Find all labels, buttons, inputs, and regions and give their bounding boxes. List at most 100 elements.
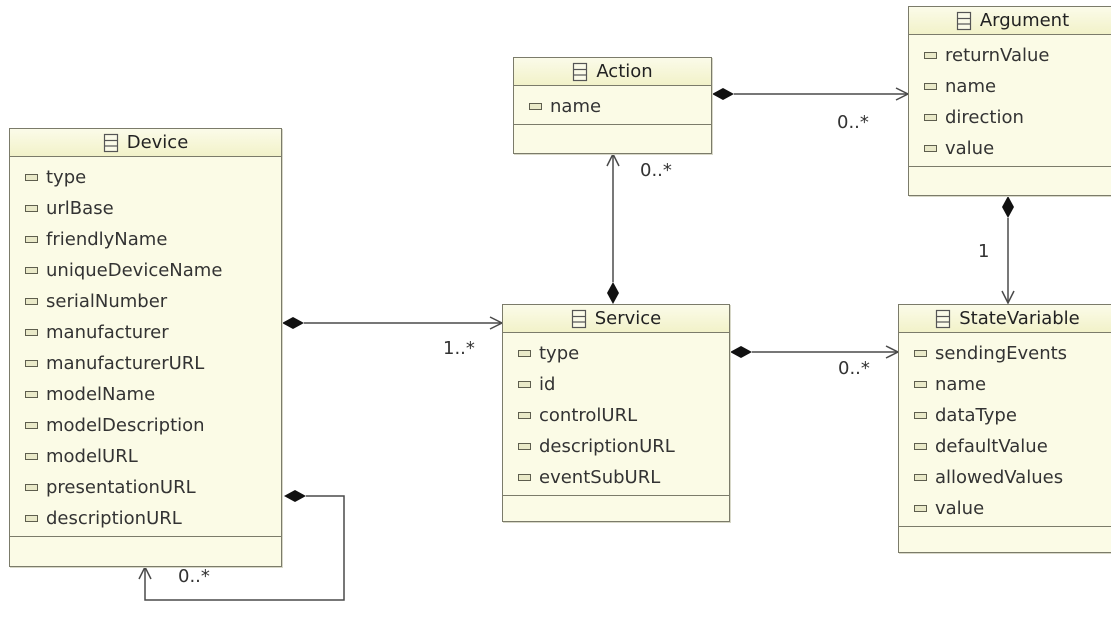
class-header: StateVariable xyxy=(899,305,1111,333)
operations-compartment xyxy=(899,526,1111,547)
attribute-name: manufacturerURL xyxy=(46,353,205,374)
attribute-icon xyxy=(518,381,531,388)
attribute-row[interactable]: name xyxy=(899,369,1111,400)
attribute-row[interactable]: descriptionURL xyxy=(503,431,729,462)
attribute-row[interactable]: sendingEvents xyxy=(899,338,1111,369)
class-icon xyxy=(572,62,588,82)
attribute-row[interactable]: urlBase xyxy=(10,193,281,224)
attribute-row[interactable]: type xyxy=(10,162,281,193)
attribute-icon xyxy=(518,443,531,450)
class-action[interactable]: Action name xyxy=(513,57,712,154)
class-name: Action xyxy=(596,61,653,82)
attribute-icon xyxy=(25,360,38,367)
class-statevariable[interactable]: StateVariable sendingEvents name dataTyp… xyxy=(898,304,1111,553)
attribute-icon xyxy=(914,381,927,388)
multiplicity-service-action: 0..* xyxy=(640,160,672,181)
attribute-name: id xyxy=(539,374,556,395)
attribute-name: value xyxy=(935,498,985,519)
attribute-row[interactable]: manufacturer xyxy=(10,317,281,348)
attribute-icon xyxy=(924,52,937,59)
attribute-row[interactable]: allowedValues xyxy=(899,462,1111,493)
attribute-row[interactable]: type xyxy=(503,338,729,369)
attribute-row[interactable]: value xyxy=(909,133,1111,164)
class-service[interactable]: Service type id controlURL descriptionUR… xyxy=(502,304,730,522)
attribute-icon xyxy=(924,114,937,121)
attribute-name: dataType xyxy=(935,405,1017,426)
attribute-name: allowedValues xyxy=(935,467,1064,488)
attribute-name: descriptionURL xyxy=(46,508,182,529)
edge-service-action xyxy=(606,152,620,304)
class-name: Argument xyxy=(979,10,1070,31)
class-device[interactable]: Device type urlBase friendlyName uniqueD… xyxy=(9,128,282,567)
attribute-icon xyxy=(518,474,531,481)
attribute-name: controlURL xyxy=(539,405,638,426)
attribute-row[interactable]: manufacturerURL xyxy=(10,348,281,379)
attribute-row[interactable]: friendlyName xyxy=(10,224,281,255)
composition-diamond-icon xyxy=(282,317,304,329)
attribute-name: presentationURL xyxy=(46,477,196,498)
arrowhead-icon xyxy=(1001,290,1015,305)
class-icon xyxy=(935,309,951,329)
attribute-icon xyxy=(25,484,38,491)
attribute-icon xyxy=(529,103,542,110)
composition-diamond-icon xyxy=(1002,196,1014,218)
class-header: Action xyxy=(514,58,711,86)
attribute-name: descriptionURL xyxy=(539,436,675,457)
attribute-row[interactable]: name xyxy=(514,91,711,122)
composition-diamond-icon xyxy=(607,282,619,304)
attribute-icon xyxy=(25,391,38,398)
attribute-icon xyxy=(924,83,937,90)
attribute-row[interactable]: id xyxy=(503,369,729,400)
attribute-name: value xyxy=(945,138,995,159)
attribute-list: sendingEvents name dataType defaultValue… xyxy=(899,333,1111,526)
multiplicity-device-service: 1..* xyxy=(443,338,475,359)
attribute-row[interactable]: eventSubURL xyxy=(503,462,729,493)
attribute-name: uniqueDeviceName xyxy=(46,260,223,281)
arrowhead-icon xyxy=(138,565,152,580)
class-icon xyxy=(956,11,972,31)
attribute-row[interactable]: modelURL xyxy=(10,441,281,472)
arrowhead-icon xyxy=(606,152,620,167)
attribute-icon xyxy=(518,350,531,357)
multiplicity-action-argument: 0..* xyxy=(837,112,869,133)
class-name: Device xyxy=(126,132,189,153)
attribute-name: modelURL xyxy=(46,446,138,467)
attribute-row[interactable]: modelDescription xyxy=(10,410,281,441)
attribute-row[interactable]: returnValue xyxy=(909,40,1111,71)
attribute-name: type xyxy=(46,167,87,188)
attribute-icon xyxy=(25,236,38,243)
attribute-name: direction xyxy=(945,107,1024,128)
attribute-row[interactable]: serialNumber xyxy=(10,286,281,317)
operations-compartment xyxy=(503,495,729,516)
attribute-row[interactable]: dataType xyxy=(899,400,1111,431)
attribute-row[interactable]: presentationURL xyxy=(10,472,281,503)
attribute-row[interactable]: modelName xyxy=(10,379,281,410)
attribute-row[interactable]: name xyxy=(909,71,1111,102)
operations-compartment xyxy=(10,536,281,557)
attribute-row[interactable]: controlURL xyxy=(503,400,729,431)
attribute-name: modelName xyxy=(46,384,156,405)
class-argument[interactable]: Argument returnValue name direction valu… xyxy=(908,6,1111,196)
attribute-icon xyxy=(25,515,38,522)
attribute-icon xyxy=(914,350,927,357)
attribute-list: type urlBase friendlyName uniqueDeviceNa… xyxy=(10,157,281,536)
attribute-icon xyxy=(924,145,937,152)
attribute-name: manufacturer xyxy=(46,322,169,343)
attribute-icon xyxy=(914,443,927,450)
attribute-name: modelDescription xyxy=(46,415,205,436)
attribute-row[interactable]: defaultValue xyxy=(899,431,1111,462)
multiplicity-argument-statevariable: 1 xyxy=(978,241,990,262)
edge-action-argument xyxy=(712,87,910,101)
attribute-name: name xyxy=(935,374,987,395)
edge-device-self xyxy=(138,490,345,601)
attribute-name: defaultValue xyxy=(935,436,1048,457)
attribute-row[interactable]: value xyxy=(899,493,1111,524)
attribute-row[interactable]: uniqueDeviceName xyxy=(10,255,281,286)
attribute-name: urlBase xyxy=(46,198,114,219)
composition-diamond-icon xyxy=(712,88,734,100)
attribute-name: serialNumber xyxy=(46,291,168,312)
attribute-row[interactable]: descriptionURL xyxy=(10,503,281,534)
attribute-row[interactable]: direction xyxy=(909,102,1111,133)
class-name: Service xyxy=(594,308,662,329)
